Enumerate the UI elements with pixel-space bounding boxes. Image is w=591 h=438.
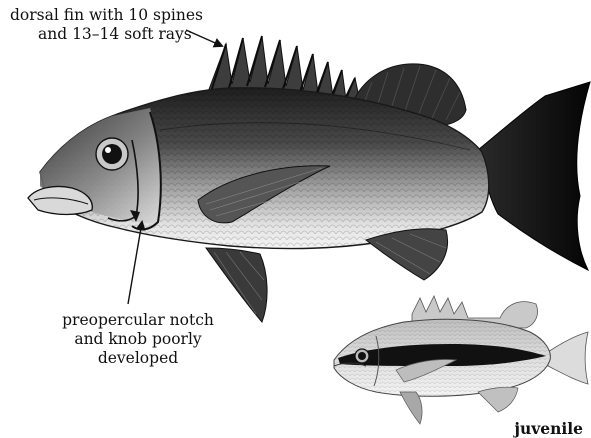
adult-fish	[28, 36, 590, 322]
preopercular-label: preopercular notch and knob poorly devel…	[52, 311, 224, 368]
preopercular-label-line3: developed	[52, 349, 224, 368]
juvenile-pelvic-fin	[400, 392, 422, 424]
juvenile-fish	[334, 296, 588, 424]
dorsal-fin-label: dorsal fin with 10 spines and 13–14 soft…	[10, 6, 203, 44]
preopercular-label-line1: preopercular notch	[52, 311, 224, 330]
juvenile-eye	[355, 349, 369, 363]
dorsal-fin-label-line1: dorsal fin with 10 spines	[10, 6, 203, 25]
dorsal-fin-label-line2: and 13–14 soft rays	[10, 25, 203, 44]
anal-fin	[366, 229, 448, 280]
juvenile-label: juvenile	[514, 420, 583, 438]
adult-eye	[96, 138, 128, 170]
juvenile-anal-fin	[478, 387, 518, 412]
preopercular-leader-arrow	[128, 222, 142, 304]
juvenile-caudal-fin	[548, 332, 588, 384]
caudal-fin	[478, 82, 590, 270]
preopercular-label-line2: and knob poorly	[52, 330, 224, 349]
